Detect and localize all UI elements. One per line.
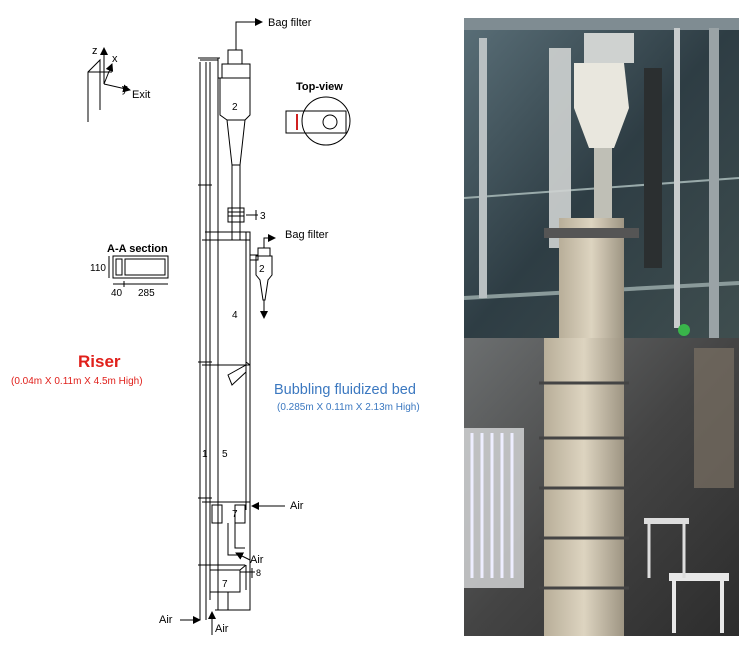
bfb-dimensions: (0.285m X 0.11m X 2.13m High) [277,402,420,413]
riser-column [198,57,220,620]
bfb-title: Bubbling fluidized bed [274,382,416,398]
bag-filter-mid-label: Bag filter [285,229,329,241]
part-2b-label: 2 [259,264,265,275]
air-bottom-label: Air [215,623,229,635]
axis-y-label: y [122,83,128,95]
riser-title: Riser [78,352,121,371]
part-3-leader [246,210,258,220]
top-view-title: Top-view [296,81,343,93]
secondary-cyclone [250,234,276,319]
main-cyclone [218,49,251,240]
axis-z-label: z [92,45,98,57]
axis-indicator [87,47,131,122]
dim-285-label: 285 [138,288,155,299]
part-4-label: 4 [232,310,238,321]
apparatus-photo [464,18,739,636]
part-7b-label: 7 [222,579,228,590]
axis-x-label: x [112,53,118,65]
exit-label: Exit [132,89,150,101]
air-left-label: Air [159,614,173,626]
air-mid-label: Air [250,554,264,566]
section-title: A-A section [107,243,168,255]
bag-filter-top-label: Bag filter [268,17,312,29]
bubbling-bed-column [202,231,255,611]
part-1-label: 1 [202,449,208,460]
dim-40-label: 40 [111,288,123,299]
part-7a-label: 7 [232,509,238,520]
part-5-label: 5 [222,449,228,460]
section-drawing [108,255,169,287]
part-3-label: 3 [260,211,266,222]
air-mid-arrow [235,552,251,561]
riser-dimensions: (0.04m X 0.11m X 4.5m High) [11,376,143,387]
bag-filter-top-arrow [235,18,263,50]
dim-110-label: 110 [90,263,106,274]
part-2-label: 2 [232,102,238,113]
part-8-label: 8 [256,568,261,578]
top-view-drawing [285,96,351,146]
air-right-label: Air [290,500,304,512]
